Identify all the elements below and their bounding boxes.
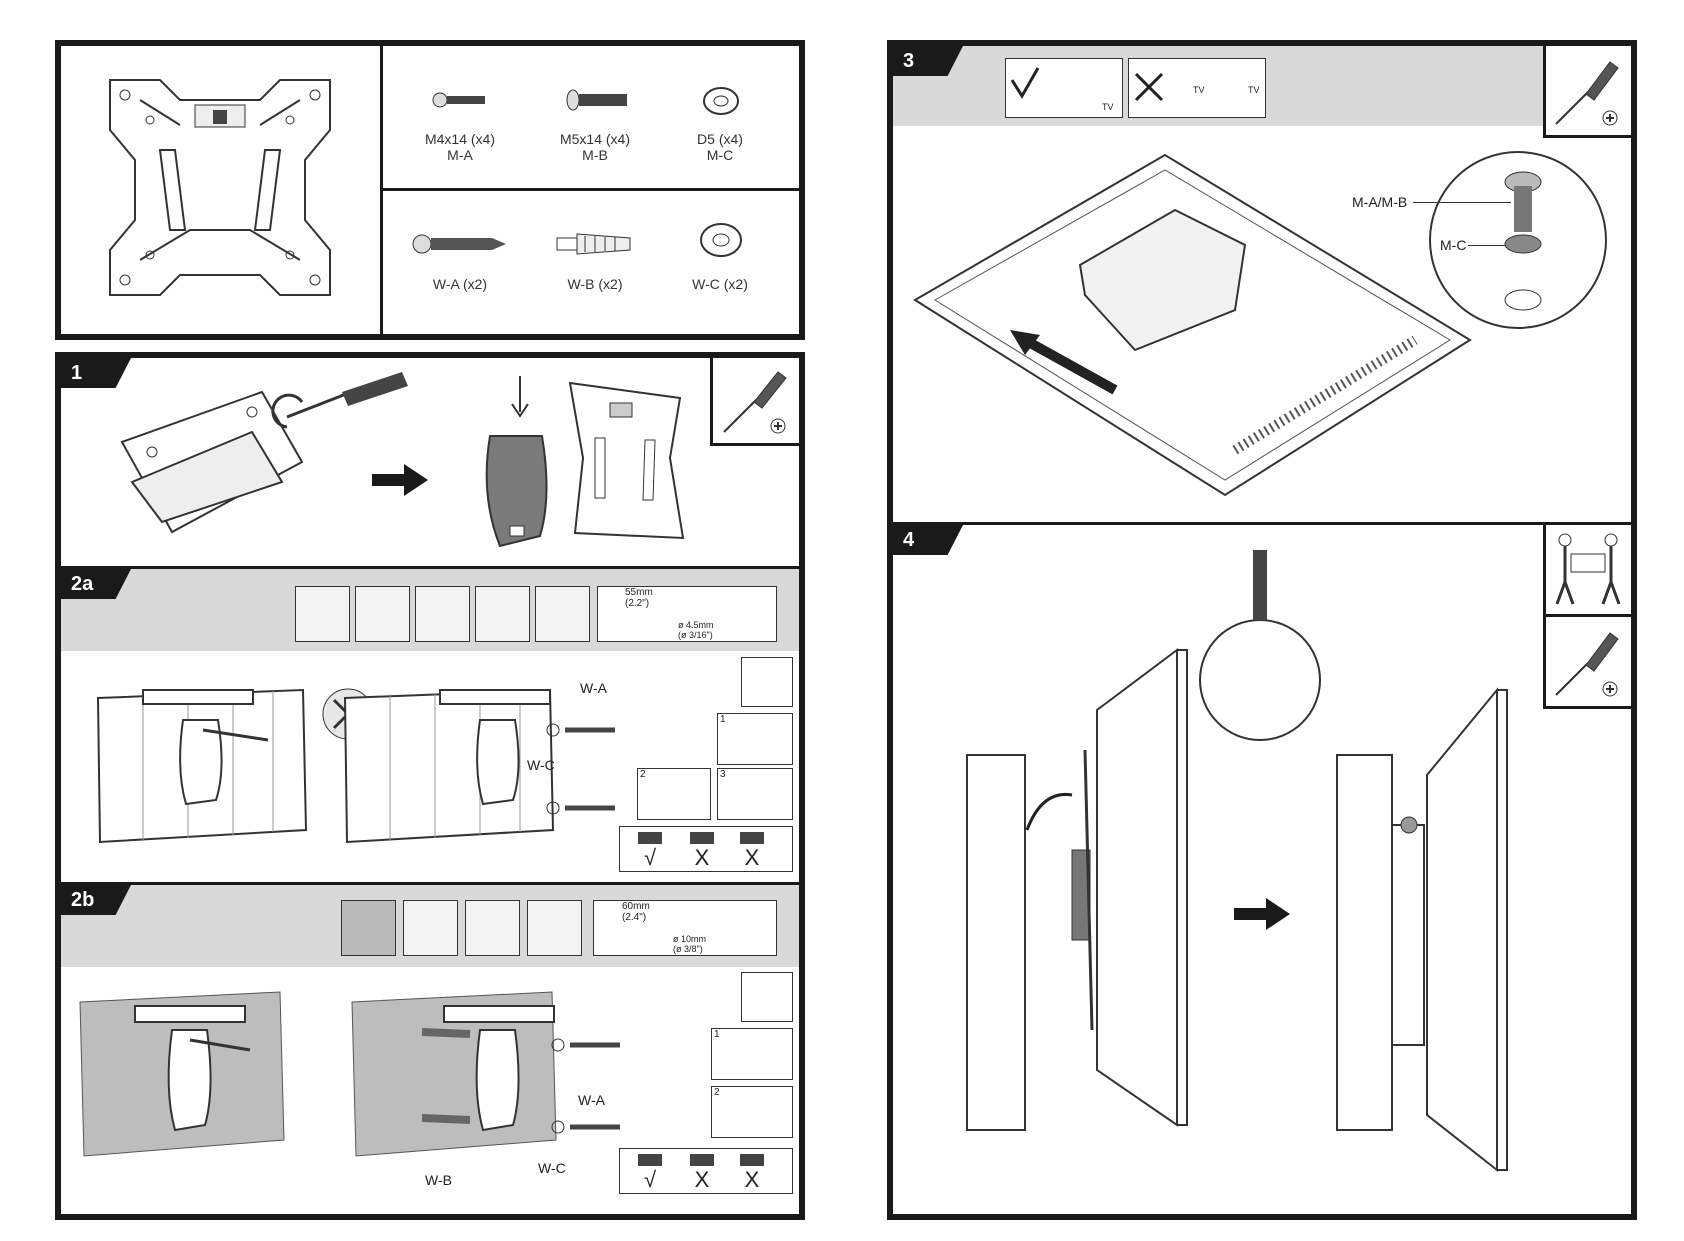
step-2a-sub-1-label: 1 [720, 714, 726, 725]
step-3-mc-leader [1468, 245, 1506, 246]
pencil-icon-2b [465, 900, 520, 956]
step-3-tv-label-bad1: TV [1193, 85, 1205, 95]
drill-icon [535, 586, 590, 642]
concrete-wall-icon [341, 900, 396, 956]
step-2b-drill-thumb [741, 972, 793, 1022]
step-2b-wb-label: W-B [425, 1172, 452, 1188]
step-2a-drill-thumb [741, 657, 793, 707]
step-2b-sub-2-label: 2 [714, 1087, 720, 1098]
step-2a-wa-label: W-A [580, 680, 607, 696]
step-3-ma-mb-label: M-A/M-B [1352, 194, 1408, 210]
mounting-plate-drawing [109, 79, 331, 296]
drill-bit-diagram [597, 586, 777, 642]
step-2b-sub-1-thumb [711, 1028, 793, 1080]
screwdriver-icon-4 [1555, 632, 1619, 697]
wall-plug-code: W-B (x2) [567, 276, 623, 292]
wall-washer-code: W-C (x2) [692, 276, 748, 292]
wall-washer-icon [700, 223, 742, 257]
step-3-divider [893, 522, 1631, 525]
step-2b-screws-drawing [551, 1038, 620, 1134]
step-1-plate-drawing [568, 381, 685, 540]
cross-icon [1134, 72, 1164, 102]
step-2a-sub-2-thumb [637, 768, 711, 820]
drill-dia-label: ø 4.5mm [678, 620, 714, 630]
screwdriver-icon [723, 371, 787, 434]
step-2b-wa-label: W-A [578, 1092, 605, 1108]
level-tilt1-icon-2b [690, 1154, 714, 1166]
step-3-tv-label-ok: TV [1102, 102, 1114, 112]
drill-bit-diagram-2b [593, 900, 777, 956]
step-2a-sub-3-label: 3 [720, 769, 726, 780]
two-person-icon [1555, 533, 1621, 605]
step-2a-sub-3-thumb [717, 768, 793, 820]
step-3-wrong-panel [1128, 58, 1266, 118]
step-2b-wc-label: W-C [538, 1160, 566, 1176]
drill-depth-in-label-2b: (2.4") [622, 912, 647, 923]
step-2a-wood-wall-drilled-drawing [343, 688, 555, 844]
screw-m4-size: M4x14 (x4) [424, 131, 496, 147]
step-1-detach-plate-drawing [120, 372, 408, 534]
stud-finder-icon [355, 586, 410, 642]
level-icon-2b [403, 900, 458, 956]
wood-screw-code: W-A (x2) [432, 276, 488, 292]
screw-m4-code: M-A [447, 147, 473, 163]
step-2b-concrete-wall-drawing [79, 991, 285, 1157]
check-icon [1010, 67, 1040, 99]
step-2a-wc-label: W-C [527, 757, 555, 773]
drill-depth-label: 55mm [625, 587, 653, 598]
step-2a-check-mark: √ [643, 845, 657, 870]
step-2a-sub-1-thumb [717, 713, 793, 765]
screw-m4-icon [432, 92, 485, 108]
pencil-icon [475, 586, 530, 642]
level-ok-icon-2b [638, 1154, 662, 1166]
level-tilt1-icon [690, 832, 714, 844]
washer-d5-size: D5 (x4) [697, 131, 743, 147]
step-2a-cross-mark-1: X [694, 845, 710, 870]
step-2a-divider [61, 882, 799, 885]
drill-dia-label-2b: ø 10mm [673, 934, 707, 944]
drill-icon-2b [527, 900, 582, 956]
step-3-tv-label-bad2: TV [1248, 85, 1260, 95]
parts-divider-horizontal [383, 188, 799, 191]
step-4-hang-tv-drawing [966, 550, 1321, 1131]
step-2b-sub-1-label: 1 [714, 1029, 720, 1040]
drill-dia-in-label-2b: (ø 3/8") [673, 944, 703, 954]
step-2b-cross-mark-1: X [694, 1167, 710, 1192]
step-2a-screws-drawing [546, 723, 615, 815]
level-tilt2-icon-2b [740, 1154, 764, 1166]
drill-dia-in-label: (ø 3/16") [678, 630, 713, 640]
washer-d5-icon [703, 87, 739, 115]
washer-d5-code: M-C [706, 147, 734, 163]
step-4-arrow-icon [1234, 898, 1290, 930]
level-icon [415, 586, 470, 642]
screw-m5-size: M5x14 (x4) [559, 131, 631, 147]
step-2b-cross-mark-2: X [744, 1167, 760, 1192]
step-2a-cross-mark-2: X [744, 845, 760, 870]
drill-depth-in-label: (2.2") [625, 598, 650, 609]
step-1-divider [61, 566, 799, 569]
wood-wall-icon [295, 586, 350, 642]
screw-m5-code: M-B [582, 147, 608, 163]
level-ok-icon [638, 832, 662, 844]
step-1-wall-bracket-drawing [485, 376, 548, 548]
step-2b-sub-2-thumb [711, 1086, 793, 1138]
step-1-arrow-icon [372, 464, 428, 496]
step-4-mounted-tv-drawing [1336, 687, 1508, 1173]
wood-screw-icon [412, 234, 506, 254]
screwdriver-icon-3 [1555, 61, 1619, 126]
screw-m5-icon [566, 89, 627, 111]
step-2a-wood-wall-drawing [96, 688, 308, 844]
step-3-tv-back-drawing [913, 153, 1472, 497]
step-3-mc-label: M-C [1440, 237, 1467, 253]
step-2b-concrete-wall-drilled-drawing [351, 991, 557, 1157]
wall-plug-icon [556, 233, 631, 255]
level-tilt2-icon [740, 832, 764, 844]
parts-divider-vertical [380, 46, 383, 334]
step-2b-check-mark: √ [643, 1167, 657, 1192]
drill-depth-label-2b: 60mm [622, 901, 650, 912]
step-3-correct-panel [1005, 58, 1123, 118]
step-3-ma-mb-leader [1413, 202, 1511, 203]
step-3-detail-magnifier [1429, 151, 1607, 329]
step-2a-sub-2-label: 2 [640, 769, 646, 780]
